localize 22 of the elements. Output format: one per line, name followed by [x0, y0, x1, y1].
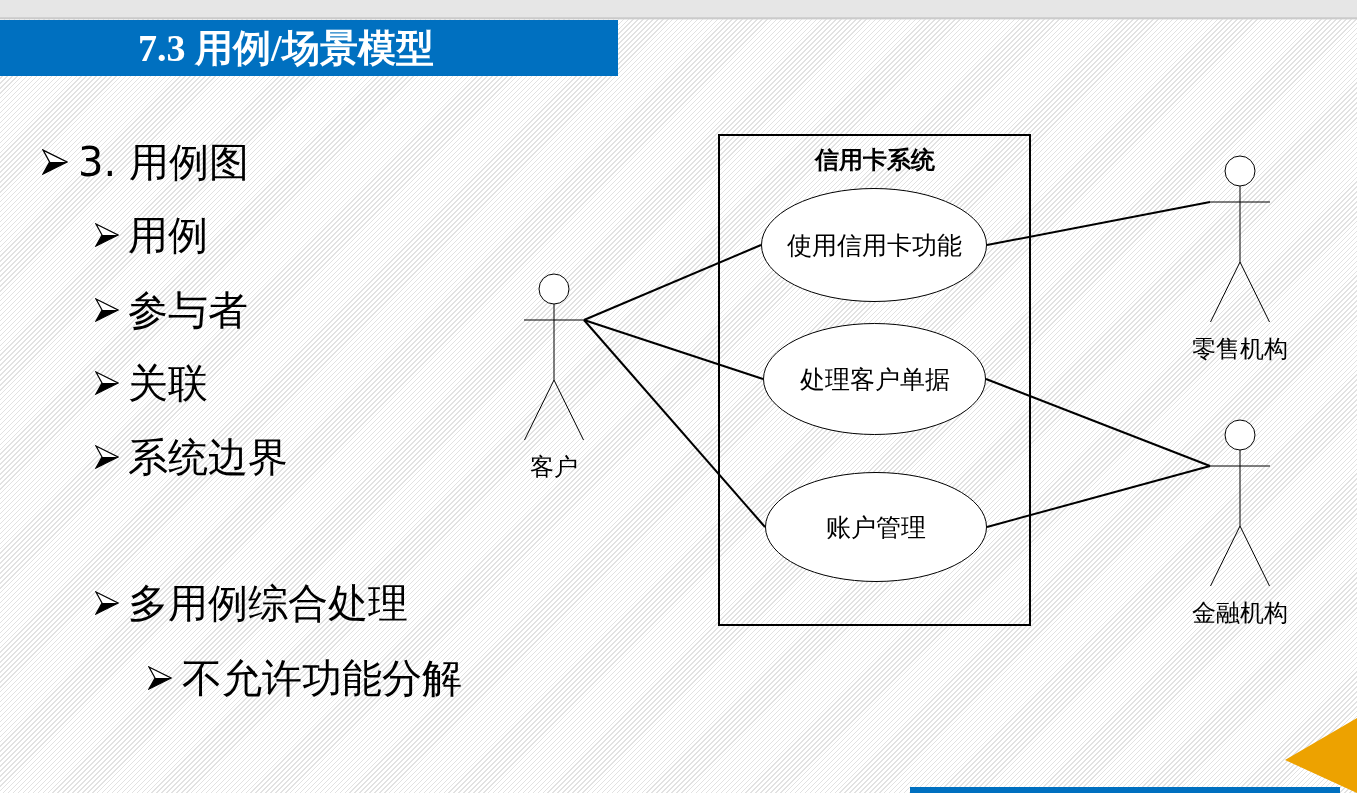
bullet-text: 不允许功能分解	[182, 656, 462, 700]
association-line	[583, 244, 762, 321]
bullet-text: 系统边界	[128, 435, 288, 479]
bullet-text: 参与者	[128, 288, 248, 332]
association-line	[583, 319, 764, 380]
use-case-label: 账户管理	[826, 514, 926, 540]
actor-label: 客户	[530, 454, 578, 480]
association-line	[986, 201, 1211, 246]
actor-label: 零售机构	[1192, 336, 1288, 362]
bullet-text: 多用例综合处理	[128, 581, 408, 625]
use-case-label: 处理客户单据	[799, 366, 950, 392]
association-line	[985, 378, 1211, 467]
bullet-text: 用例	[128, 213, 208, 257]
association-line	[583, 319, 766, 528]
association-line	[986, 465, 1211, 528]
system-name: 信用卡系统	[814, 148, 935, 172]
slide-title: 7.3 用例/场景模型	[138, 29, 434, 67]
bullet-text: 关联	[128, 361, 208, 405]
system-boundary	[718, 134, 1031, 626]
actor-label: 金融机构	[1192, 600, 1288, 626]
use-case-label: 使用信用卡功能	[786, 232, 962, 258]
bullet-text: 3. 用例图	[78, 140, 249, 184]
